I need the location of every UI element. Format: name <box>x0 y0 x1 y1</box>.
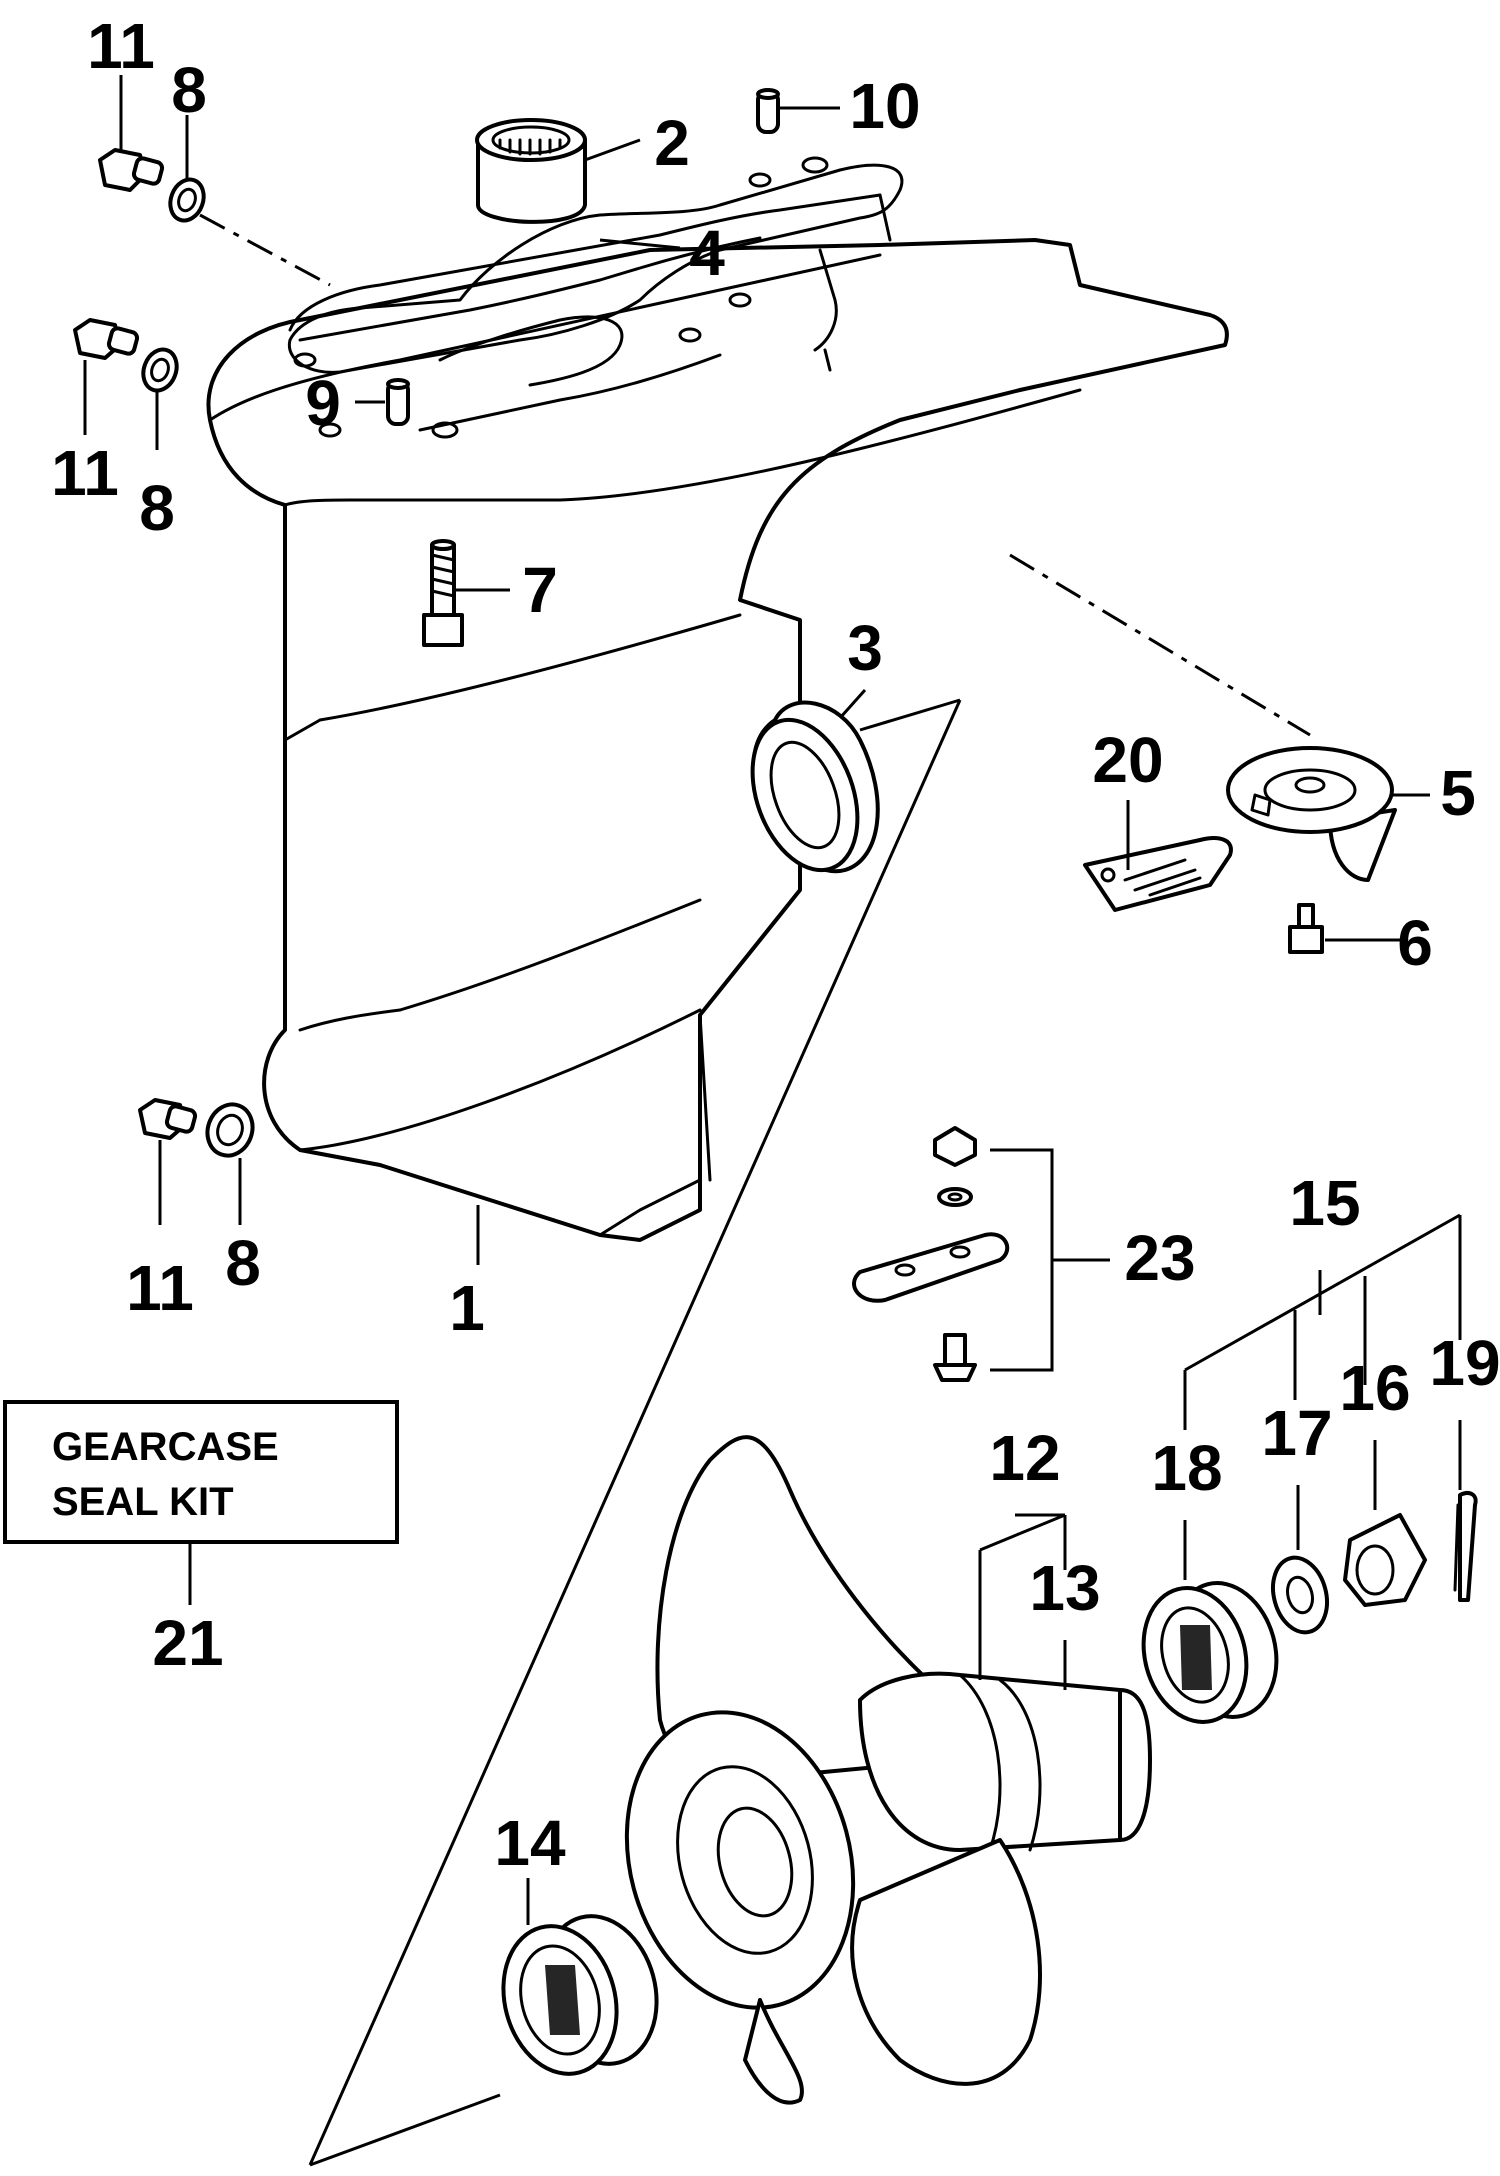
cotter-pin <box>1453 1491 1478 1602</box>
callout-6: 6 <box>1397 907 1433 979</box>
callout-5: 5 <box>1440 757 1476 829</box>
callout-1: 1 <box>449 1272 485 1344</box>
gearcase-housing <box>206 156 1229 1242</box>
warning-decal <box>1083 836 1233 912</box>
kit-box-line1: GEARCASE <box>52 1425 279 1469</box>
callout-3: 3 <box>847 612 883 684</box>
callout-12: 12 <box>989 1422 1060 1494</box>
callout-23: 23 <box>1124 1222 1195 1294</box>
gearcase-seal-kit-box: GEARCASE SEAL KIT <box>3 1400 399 1544</box>
propeller-nut <box>1343 1513 1427 1607</box>
callout-11-top: 11 <box>87 10 155 82</box>
callout-15: 15 <box>1289 1167 1360 1239</box>
callout-17: 17 <box>1261 1397 1332 1469</box>
callout-10: 10 <box>849 70 920 142</box>
washer-lower <box>205 1102 255 1158</box>
callout-16: 16 <box>1339 1352 1410 1424</box>
callout-11-mid: 11 <box>51 437 119 509</box>
trim-tab-anode <box>1226 746 1397 882</box>
drain-plug-middle <box>73 318 140 360</box>
dowel-pin-9 <box>386 378 410 426</box>
kit-box-line2: SEAL KIT <box>52 1480 234 1524</box>
callout-9: 9 <box>305 367 341 439</box>
anode-kit <box>852 1126 1010 1382</box>
forward-thrust-hub <box>501 1914 659 2076</box>
callout-7: 7 <box>522 554 558 626</box>
carrier-seal <box>750 700 880 874</box>
trim-tab-screw <box>1288 903 1324 954</box>
callout-11-lower: 11 <box>126 1252 194 1324</box>
callout-20: 20 <box>1092 724 1163 796</box>
callout-2: 2 <box>654 107 690 179</box>
drain-plug-upper <box>98 148 165 192</box>
stud-bolt <box>422 539 464 647</box>
assembly-lines <box>199 213 1311 2167</box>
callout-18: 18 <box>1151 1432 1222 1504</box>
callout-labels: 11 8 2 10 4 11 8 9 7 3 20 5 6 11 8 1 23 … <box>51 10 1500 1879</box>
callout-8-lower: 8 <box>225 1227 261 1299</box>
callout-8-top: 8 <box>171 54 207 126</box>
callout-leaders <box>83 75 1462 1925</box>
washer-upper <box>168 177 206 223</box>
dowel-pin-10 <box>756 88 780 134</box>
callout-14: 14 <box>494 1807 566 1879</box>
drain-plug-lower <box>138 1098 198 1140</box>
water-pump-gasket <box>287 163 904 374</box>
callout-13: 13 <box>1029 1552 1100 1624</box>
washer-middle <box>141 347 179 393</box>
rear-thrust-hub <box>1141 1581 1279 1724</box>
propeller-washer <box>1271 1555 1329 1635</box>
callout-8-mid: 8 <box>139 472 175 544</box>
callout-4: 4 <box>689 217 725 289</box>
propeller <box>624 1435 1152 2105</box>
callout-21: 21 <box>152 1607 223 1679</box>
callout-19: 19 <box>1429 1327 1500 1399</box>
driveshaft-seal-housing <box>475 118 587 224</box>
